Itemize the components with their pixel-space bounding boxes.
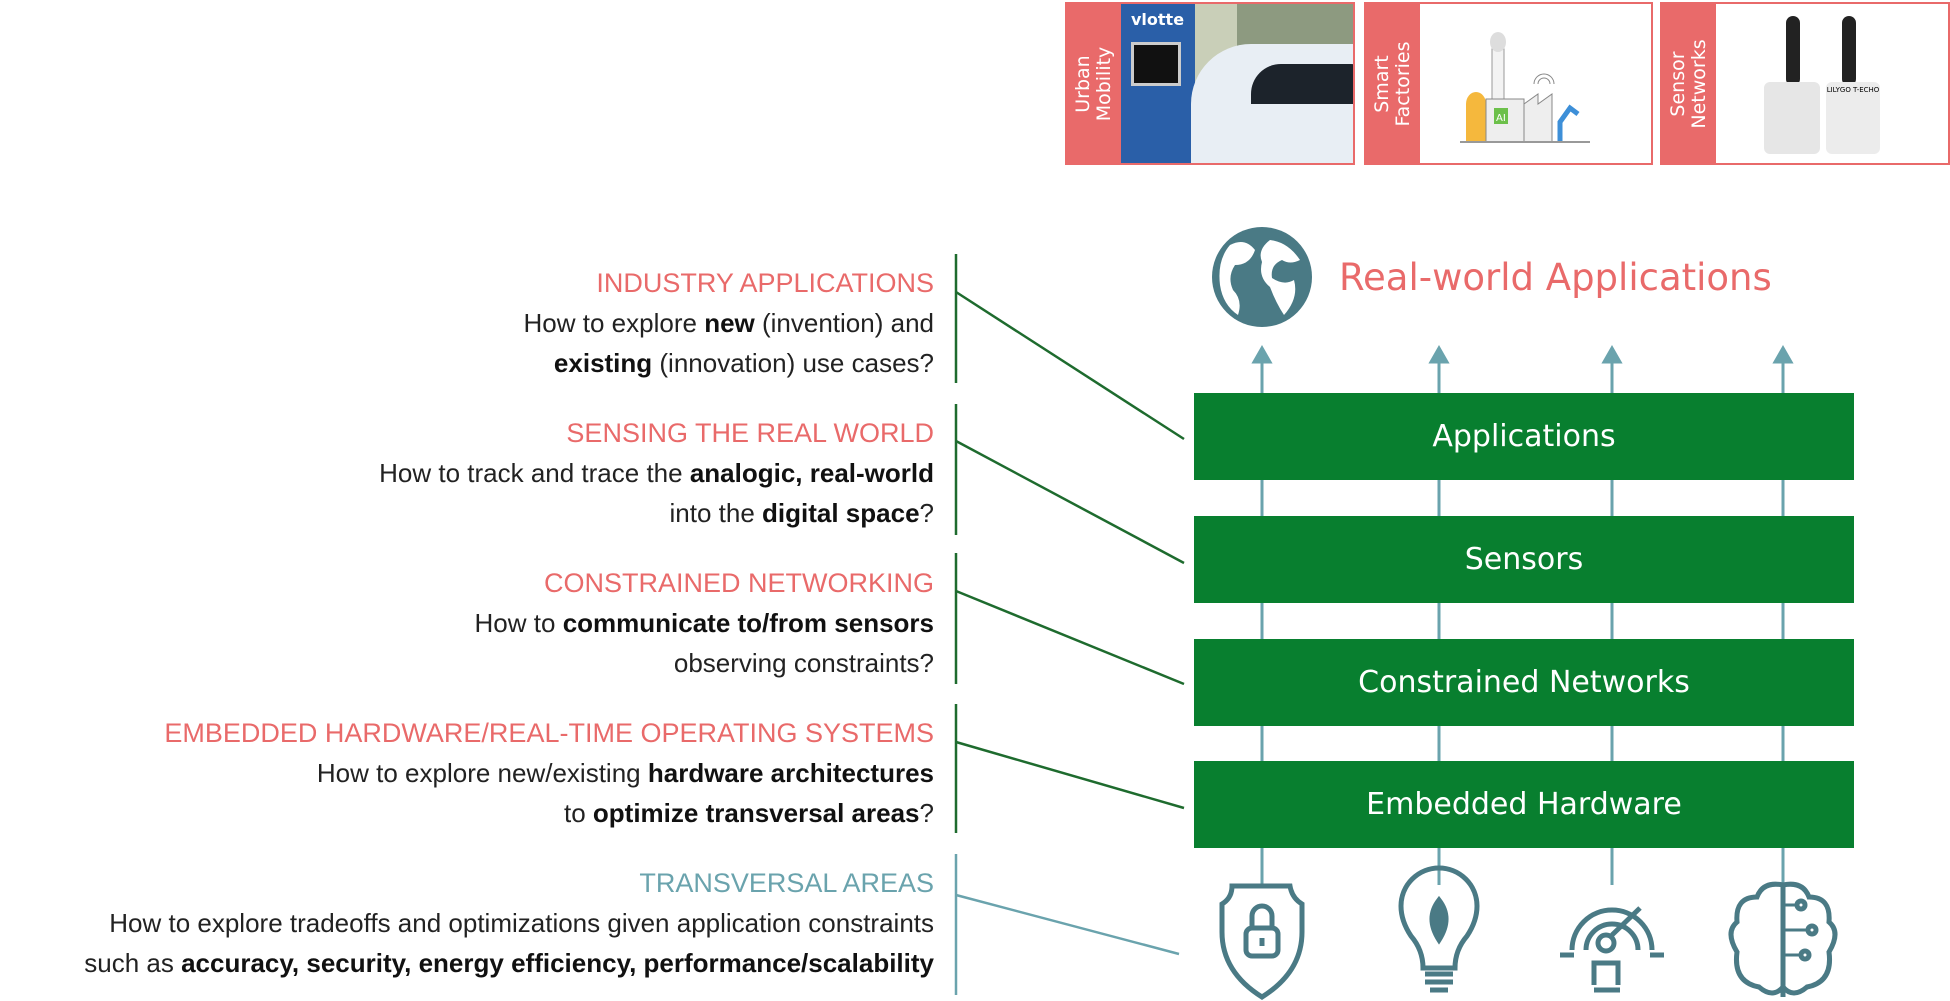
group-heading: TRANSVERSAL AREAS	[639, 868, 934, 898]
arrow-up-icon	[1251, 344, 1273, 364]
text-span: How to explore new/existing	[316, 758, 648, 788]
arrow-up-icon	[1601, 344, 1623, 364]
group-text-line: How to communicate to/from sensors	[475, 603, 934, 643]
emphasis-text: digital space	[762, 498, 920, 528]
antenna	[1786, 16, 1800, 86]
connector	[955, 290, 1185, 441]
globe-icon	[1212, 227, 1312, 327]
text-span: such as	[84, 948, 182, 978]
real-world-applications-title: Real-world Applications	[1339, 256, 1772, 299]
emphasis-text: communicate to/from sensors	[562, 608, 934, 638]
text-span: (invention) and	[754, 308, 934, 338]
layer-constrained-networks: Constrained Networks	[1194, 639, 1854, 726]
sensor-devices-image: LILYGO T-ECHO	[1716, 4, 1948, 163]
text-span: into the	[669, 498, 763, 528]
group-text-line: How to explore tradeoffs and optimizatio…	[84, 903, 934, 943]
text-span: ?	[919, 498, 934, 528]
text-span: ?	[919, 798, 934, 828]
emphasis-text: existing	[553, 348, 653, 378]
text-span: observing constraints?	[673, 648, 934, 678]
connector	[955, 439, 1185, 565]
group-heading: EMBEDDED HARDWARE/REAL-TIME OPERATING SY…	[164, 718, 934, 748]
group-embedded-hardware: EMBEDDED HARDWARE/REAL-TIME OPERATING SY…	[164, 713, 934, 833]
layer-sensors: Sensors	[1194, 516, 1854, 603]
emphasis-text: new	[704, 308, 755, 338]
emphasis-text: analogic, real-world	[689, 458, 934, 488]
text-span: to	[563, 798, 593, 828]
text-span: How to explore tradeoffs and optimizatio…	[109, 908, 934, 938]
emphasis-text: accuracy, security, energy efficiency, p…	[181, 948, 934, 978]
connector	[955, 740, 1185, 810]
group-text-line: How to explore new/existing hardware arc…	[164, 753, 934, 793]
ai-badge: AI	[1496, 113, 1506, 124]
ev-charging-image: vlotte	[1121, 4, 1353, 163]
group-transversal-areas: TRANSVERSAL AREAS How to explore tradeoff…	[84, 863, 934, 983]
car-window	[1251, 64, 1353, 104]
arrow-up-icon	[1428, 344, 1450, 364]
group-constrained-networking: CONSTRAINED NETWORKING How to communicate…	[475, 563, 934, 683]
group-text-line: into the digital space?	[379, 493, 934, 533]
shield-lock-icon	[1219, 883, 1305, 1000]
layer-embedded-hardware: Embedded Hardware	[1194, 761, 1854, 848]
text-span: (innovation) use cases?	[652, 348, 934, 378]
text-span: How to track and trace the	[379, 458, 690, 488]
group-text-line: existing (innovation) use cases?	[524, 343, 934, 383]
charger-screen	[1131, 42, 1181, 86]
leaf-bulb-icon	[1398, 865, 1480, 993]
connector	[955, 893, 1180, 956]
emphasis-text: hardware architectures	[647, 758, 934, 788]
text-span: How to explore	[523, 308, 705, 338]
smart-factory-illustration: AI	[1420, 4, 1651, 163]
emphasis-text: optimize transversal areas	[592, 798, 920, 828]
group-text-line: to optimize transversal areas?	[164, 793, 934, 833]
device	[1764, 82, 1820, 154]
antenna	[1842, 16, 1856, 86]
group-text-line: observing constraints?	[475, 643, 934, 683]
connector	[955, 589, 1185, 686]
layer-applications: Applications	[1194, 393, 1854, 480]
group-heading: INDUSTRY APPLICATIONS	[596, 268, 934, 298]
device-brand: LILYGO T-ECHO	[1826, 82, 1880, 154]
group-text-line: How to explore new (invention) and	[524, 303, 934, 343]
group-heading: SENSING THE REAL WORLD	[566, 418, 934, 448]
charger-brand: vlotte	[1131, 10, 1185, 29]
group-heading: CONSTRAINED NETWORKING	[543, 568, 934, 598]
arrow-up-icon	[1772, 344, 1794, 364]
group-industry-applications: INDUSTRY APPLICATIONS How to explore new …	[524, 263, 934, 383]
group-text-line: How to track and trace the analogic, rea…	[379, 453, 934, 493]
brain-circuit-icon	[1728, 881, 1838, 997]
performance-gauge-icon	[1560, 906, 1664, 993]
group-sensing-real-world: SENSING THE REAL WORLD How to track and t…	[379, 413, 934, 533]
group-text-line: such as accuracy, security, energy effic…	[84, 943, 934, 983]
text-span: How to	[474, 608, 563, 638]
